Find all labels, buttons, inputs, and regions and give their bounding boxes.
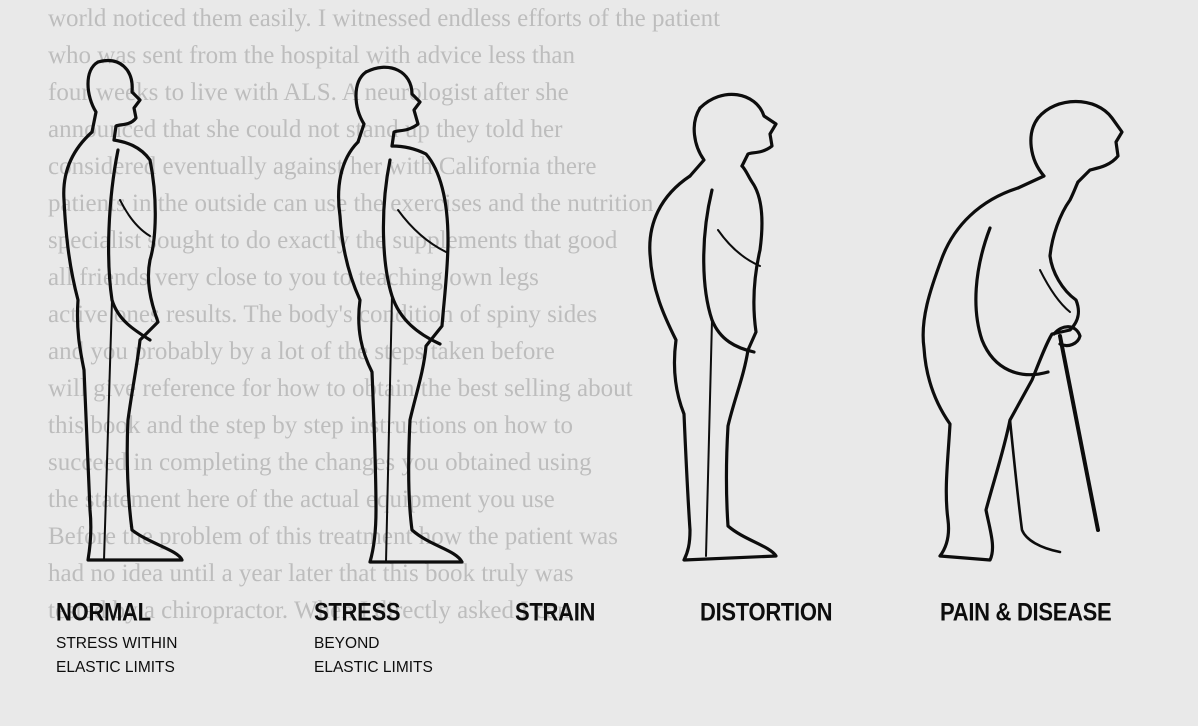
- caption-normal: NORMAL STRESS WITHIN ELASTIC LIMITS: [56, 598, 177, 680]
- caption-title: STRESS: [314, 598, 433, 627]
- figure-normal: [64, 61, 182, 560]
- caption-subtitle-line: BEYOND: [314, 635, 379, 652]
- caption-stress: STRESS BEYOND ELASTIC LIMITS: [314, 598, 433, 680]
- caption-distortion: DISTORTION: [700, 598, 832, 624]
- caption-strain: STRAIN: [515, 598, 595, 624]
- caption-subtitle-line: ELASTIC LIMITS: [314, 659, 433, 676]
- figure-pain: [923, 102, 1122, 561]
- caption-title: STRAIN: [515, 598, 595, 627]
- caption-title: PAIN & DISEASE: [940, 598, 1111, 627]
- caption-title: NORMAL: [56, 598, 177, 627]
- caption-subtitle: STRESS WITHIN ELASTIC LIMITS: [56, 632, 177, 680]
- caption-subtitle-line: ELASTIC LIMITS: [56, 659, 175, 676]
- caption-subtitle-line: STRESS WITHIN: [56, 635, 177, 652]
- figure-stress: [339, 67, 462, 562]
- caption-subtitle: BEYOND ELASTIC LIMITS: [314, 632, 433, 680]
- figure-strain: [650, 94, 776, 560]
- caption-title: DISTORTION: [700, 598, 832, 627]
- caption-pain-disease: PAIN & DISEASE: [940, 598, 1111, 624]
